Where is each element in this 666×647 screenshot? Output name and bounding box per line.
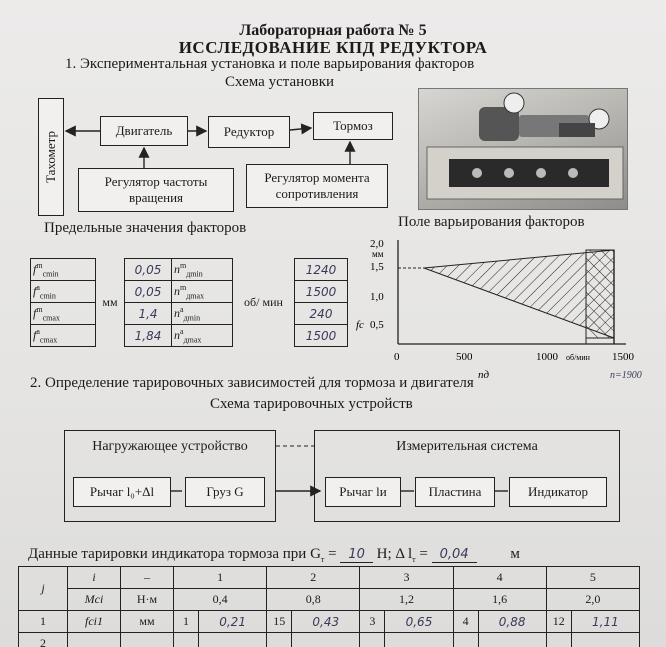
handwritten-note: n=1900 [610,370,642,381]
setup-photo [418,88,628,210]
x-unit: об/мин [566,353,591,362]
f-symbol: facmin [31,281,96,303]
n-symbol: nmдmax [172,281,233,303]
f-value: 1,4 [125,303,172,325]
col-3: 3 [360,567,453,589]
row1-value: 0,65 [385,611,453,633]
row1-value: 12 [546,611,571,633]
dl-unit: м [510,546,520,562]
moment-unit: Н·м [121,589,174,611]
n-symbol: naдmin [172,303,233,325]
setup-photo-illustration [419,89,627,209]
col-4: 4 [453,567,546,589]
n-value: 1500 [295,281,348,303]
col-5: 5 [546,567,639,589]
f-value: 0,05 [125,281,172,303]
x-tick-2: 1000 [536,351,559,363]
g-unit: Н; [377,546,392,562]
moment-1: 0,4 [174,589,267,611]
y-label: fc [356,319,364,331]
moment-3: 1,2 [360,589,453,611]
y-tick-3: 0,5 [370,319,384,331]
col-2: 2 [267,567,360,589]
y-unit: мм [372,249,384,259]
table-row: 1 fci1 мм 1 0,21 15 0,43 3 0,65 4 0,88 1… [19,611,640,633]
variation-field-chart: 2,0 мм 1,5 1,0 0,5 fc 0 500 1000 об/мин … [356,232,662,382]
row1-value: 0,43 [292,611,360,633]
row1-value: 1 [174,611,199,633]
calibration-table: j i – 1 2 3 4 5 Mci Н·м 0,4 0,8 1,2 1,6 … [18,566,640,647]
col-i: i [68,567,121,589]
f-value: 0,05 [125,259,172,281]
y-tick-2: 1,0 [370,291,384,303]
section2-title: 2. Определение тарировочных зависимостей… [30,375,474,392]
moment-2: 0,8 [267,589,360,611]
row2-j: 2 [19,633,68,647]
moment-5: 2,0 [546,589,639,611]
y-tick-1: 1,5 [370,261,384,273]
x-label: nд [478,369,490,381]
n-value: 1500 [295,325,348,347]
row1-value: 15 [267,611,292,633]
limits-title: Предельные значения факторов [44,220,246,237]
n-value: 1240 [295,259,348,281]
calibration-connectors [0,400,666,540]
x-tick-0: 0 [394,351,400,363]
calibration-caption: Данные тарировки индикатора тормоза при … [28,546,520,564]
f-value: 1,84 [125,325,172,347]
unit-mm: мм [96,259,125,347]
row1-value: 4 [453,611,478,633]
field-title: Поле варьирования факторов [398,214,585,231]
scheme-connectors [0,0,420,230]
row1-unit: мм [121,611,174,633]
row1-value: 0,88 [478,611,546,633]
moment-label: Mci [68,589,121,611]
n-value: 240 [295,303,348,325]
row1-j: 1 [19,611,68,633]
f-symbol: fmcmin [31,259,96,281]
row1-label: fci1 [68,611,121,633]
x-tick-1: 500 [456,351,473,363]
dl-value: 0,04 [432,547,477,563]
moment-4: 1,6 [453,589,546,611]
f-symbol: fmcmax [31,303,96,325]
n-symbol: nmдmin [172,259,233,281]
x-tick-3: 1500 [612,351,635,363]
calibration-prefix: Данные тарировки индикатора тормоза при … [28,546,321,562]
table-row: 2 [19,633,640,647]
col-1: 1 [174,567,267,589]
n-symbol: naдmax [172,325,233,347]
field-region-b [586,250,614,338]
f-symbol: facmax [31,325,96,347]
row1-value: 1,11 [571,611,639,633]
row1-value: 3 [360,611,385,633]
col-dash: – [121,567,174,589]
col-j: j [19,567,68,611]
unit-rpm: об/ мин [233,259,295,347]
g-value: 10 [340,547,373,563]
row1-value: 0,21 [199,611,267,633]
dl-label: Δ l [395,546,412,562]
